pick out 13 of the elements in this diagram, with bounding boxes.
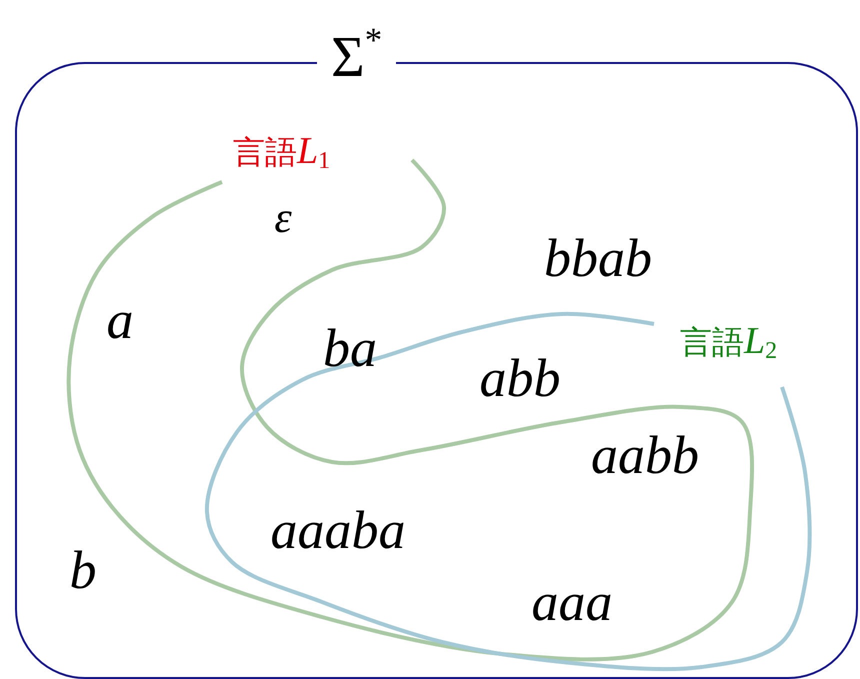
- string-element: ε: [274, 196, 292, 240]
- set-name: 言語: [233, 133, 297, 171]
- string-element: bbab: [544, 231, 652, 285]
- string-element: aaa: [532, 575, 612, 629]
- string-element: b: [70, 543, 96, 597]
- set-symbol: L$_{2}$: [744, 320, 778, 362]
- set-name: 言語: [680, 323, 744, 361]
- string-element: aaaba: [270, 503, 406, 557]
- string-element: aabb: [591, 428, 699, 482]
- string-element: a: [106, 293, 134, 347]
- string-element: ba: [323, 321, 377, 375]
- set-symbol: L$_{1}$: [297, 130, 330, 172]
- string-element: abb: [480, 351, 560, 405]
